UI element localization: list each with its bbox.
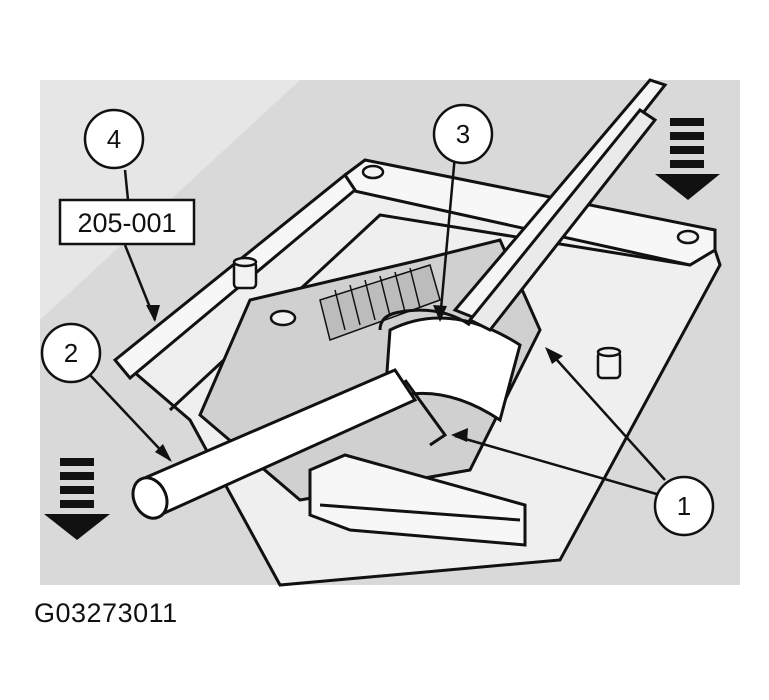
downward-arrow-right-icon	[655, 118, 720, 200]
callout-2-label: 2	[64, 338, 78, 368]
downward-arrow-left-icon	[44, 458, 110, 540]
cylinder-rod	[131, 368, 448, 520]
tool-number: 205-001	[77, 208, 176, 238]
pry-bar	[452, 78, 668, 332]
side-gear	[378, 308, 522, 423]
callout-2: 2	[40, 322, 102, 384]
leader-arrowheads	[146, 305, 563, 462]
callout-4: 4	[83, 108, 145, 170]
leader-lines	[89, 154, 666, 497]
callout-1: 1	[653, 475, 715, 537]
callout-3-label: 3	[456, 119, 470, 149]
callout-4-label: 4	[107, 124, 121, 154]
callout-1-label: 1	[677, 491, 691, 521]
callout-3: 3	[432, 103, 494, 165]
figure-id: G03273011	[34, 598, 178, 628]
tool-number-box: 205-001	[58, 198, 196, 246]
ring-gear	[319, 264, 441, 341]
clamp-block	[308, 453, 527, 547]
